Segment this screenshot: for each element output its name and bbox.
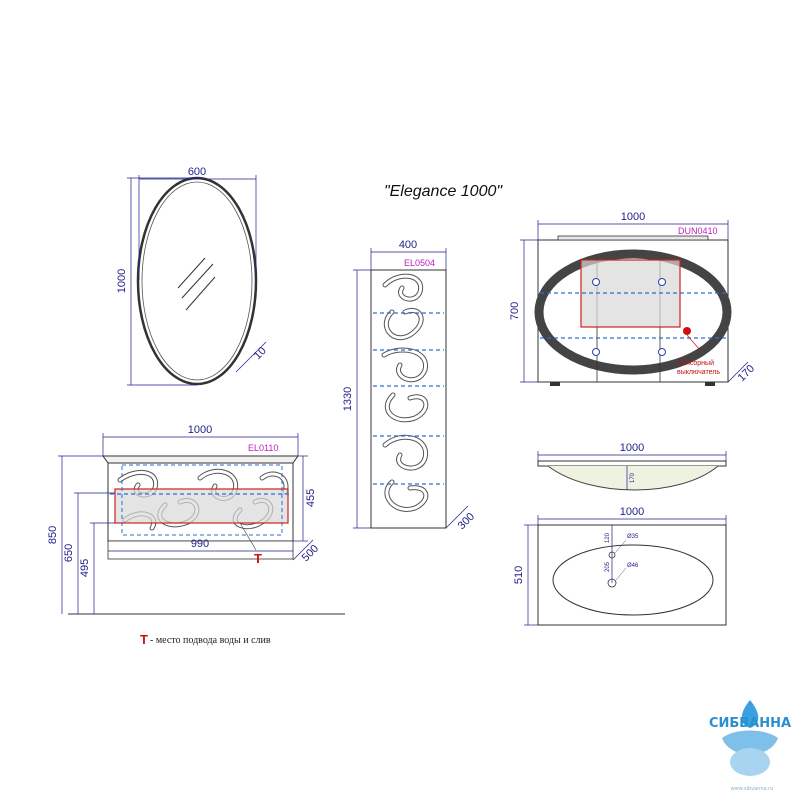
floor-650-label: 650: [63, 544, 75, 562]
touch-switch-icon: [683, 327, 691, 335]
mirror-cabinet-foot-right: [705, 382, 715, 386]
cabinet-code-label: EL0504: [404, 258, 435, 268]
legend-text: - место подвода воды и слив: [150, 635, 271, 646]
tall-cabinet-drawing: 400 EL0504 1330 300: [342, 239, 477, 532]
plumbing-legend: T - место подвода воды и слив: [140, 632, 271, 647]
sink-top-depth-label: 510: [513, 566, 525, 584]
sink-top-outline: [537, 524, 727, 626]
sink-rim: [537, 460, 727, 467]
vanity-drawer-outline: [121, 464, 283, 536]
sink-dim-205-label: 205: [605, 561, 611, 572]
cabinet-width-label: 400: [399, 239, 417, 251]
mirror-width-label: 600: [188, 166, 206, 178]
sink-top-drawing: Ø35 Ø46 120 205 1000 510: [513, 506, 727, 626]
sink-basin-outline: [552, 544, 714, 616]
vanity-code-label: EL0110: [248, 443, 278, 453]
mirror-depth-label: 10: [252, 345, 269, 362]
mirror-cabinet-top-shelf: [557, 235, 709, 241]
mirror-cabinet-code-label: DUN0410: [678, 226, 718, 236]
mirror-cabinet-drawing: Сенсорный выключатель 1000 DUN0410 700 1…: [509, 211, 757, 386]
door-hinge-icons: [592, 278, 666, 356]
bathtub-icon: [722, 730, 778, 755]
touch-switch-label-1: Сенсорный: [677, 359, 714, 367]
vanity-width-label: 1000: [188, 424, 212, 436]
floor-850-label: 850: [47, 526, 59, 544]
mirror-cabinet-width-label: 1000: [621, 211, 645, 223]
mirror-cabinet-depth-label: 170: [736, 363, 757, 384]
sink-bowl-profile: [547, 465, 719, 491]
sink-bowl-depth-label: 170: [630, 472, 636, 483]
legend-marker: T: [140, 632, 148, 647]
vanity-plinth: [107, 540, 294, 560]
mirror-cabinet-oval-frame: [534, 249, 732, 375]
vanity-drawing: T EL0110 1000 990 455 500 850 650 495: [47, 424, 345, 615]
vanity-plumbing-zone: [114, 488, 289, 524]
mirror-height-label: 1000: [116, 269, 128, 293]
logo-url: www.sibvanna.ru: [731, 786, 774, 792]
sink-top-width-label: 1000: [620, 506, 644, 518]
vanity-depth-label: 500: [300, 543, 321, 564]
mirror-drawing: 600 1000 10: [116, 166, 269, 386]
sibvanna-logo: СИБВАННА www.sibvanna.ru: [709, 700, 791, 792]
overflow-diameter-label: Ø35: [627, 534, 639, 540]
floor-495-label: 495: [79, 559, 91, 577]
drain-diameter-label: Ø46: [627, 563, 639, 569]
cabinet-scroll-pattern: [381, 273, 429, 512]
mirror-reflection-icon: [177, 257, 216, 311]
vanity-countertop: [102, 455, 299, 464]
sink-dim-120-label: 120: [605, 532, 611, 543]
cabinet-depth-label: 300: [456, 511, 477, 532]
logo-name: СИБВАННА: [709, 716, 791, 731]
mirror-inner-edge: [141, 181, 253, 381]
touch-switch-label-2: выключатель: [677, 369, 720, 376]
sink-side-drawing: 1000 170: [537, 442, 727, 491]
logo-mascot-icon: [730, 748, 770, 776]
water-drop-icon: [741, 700, 759, 728]
mirror-cabinet-switch-zone: [580, 259, 681, 328]
sink-side-width-label: 1000: [620, 442, 644, 454]
mirror-cabinet-foot-left: [550, 382, 560, 386]
drawing-title: "Elegance 1000": [384, 183, 503, 200]
cabinet-height-label: 1330: [342, 387, 354, 411]
vanity-plumbing-marker: T: [254, 551, 262, 566]
mirror-cabinet-height-label: 700: [509, 302, 521, 320]
vanity-inner-width-label: 990: [191, 538, 209, 550]
vanity-height-label: 455: [305, 489, 317, 507]
